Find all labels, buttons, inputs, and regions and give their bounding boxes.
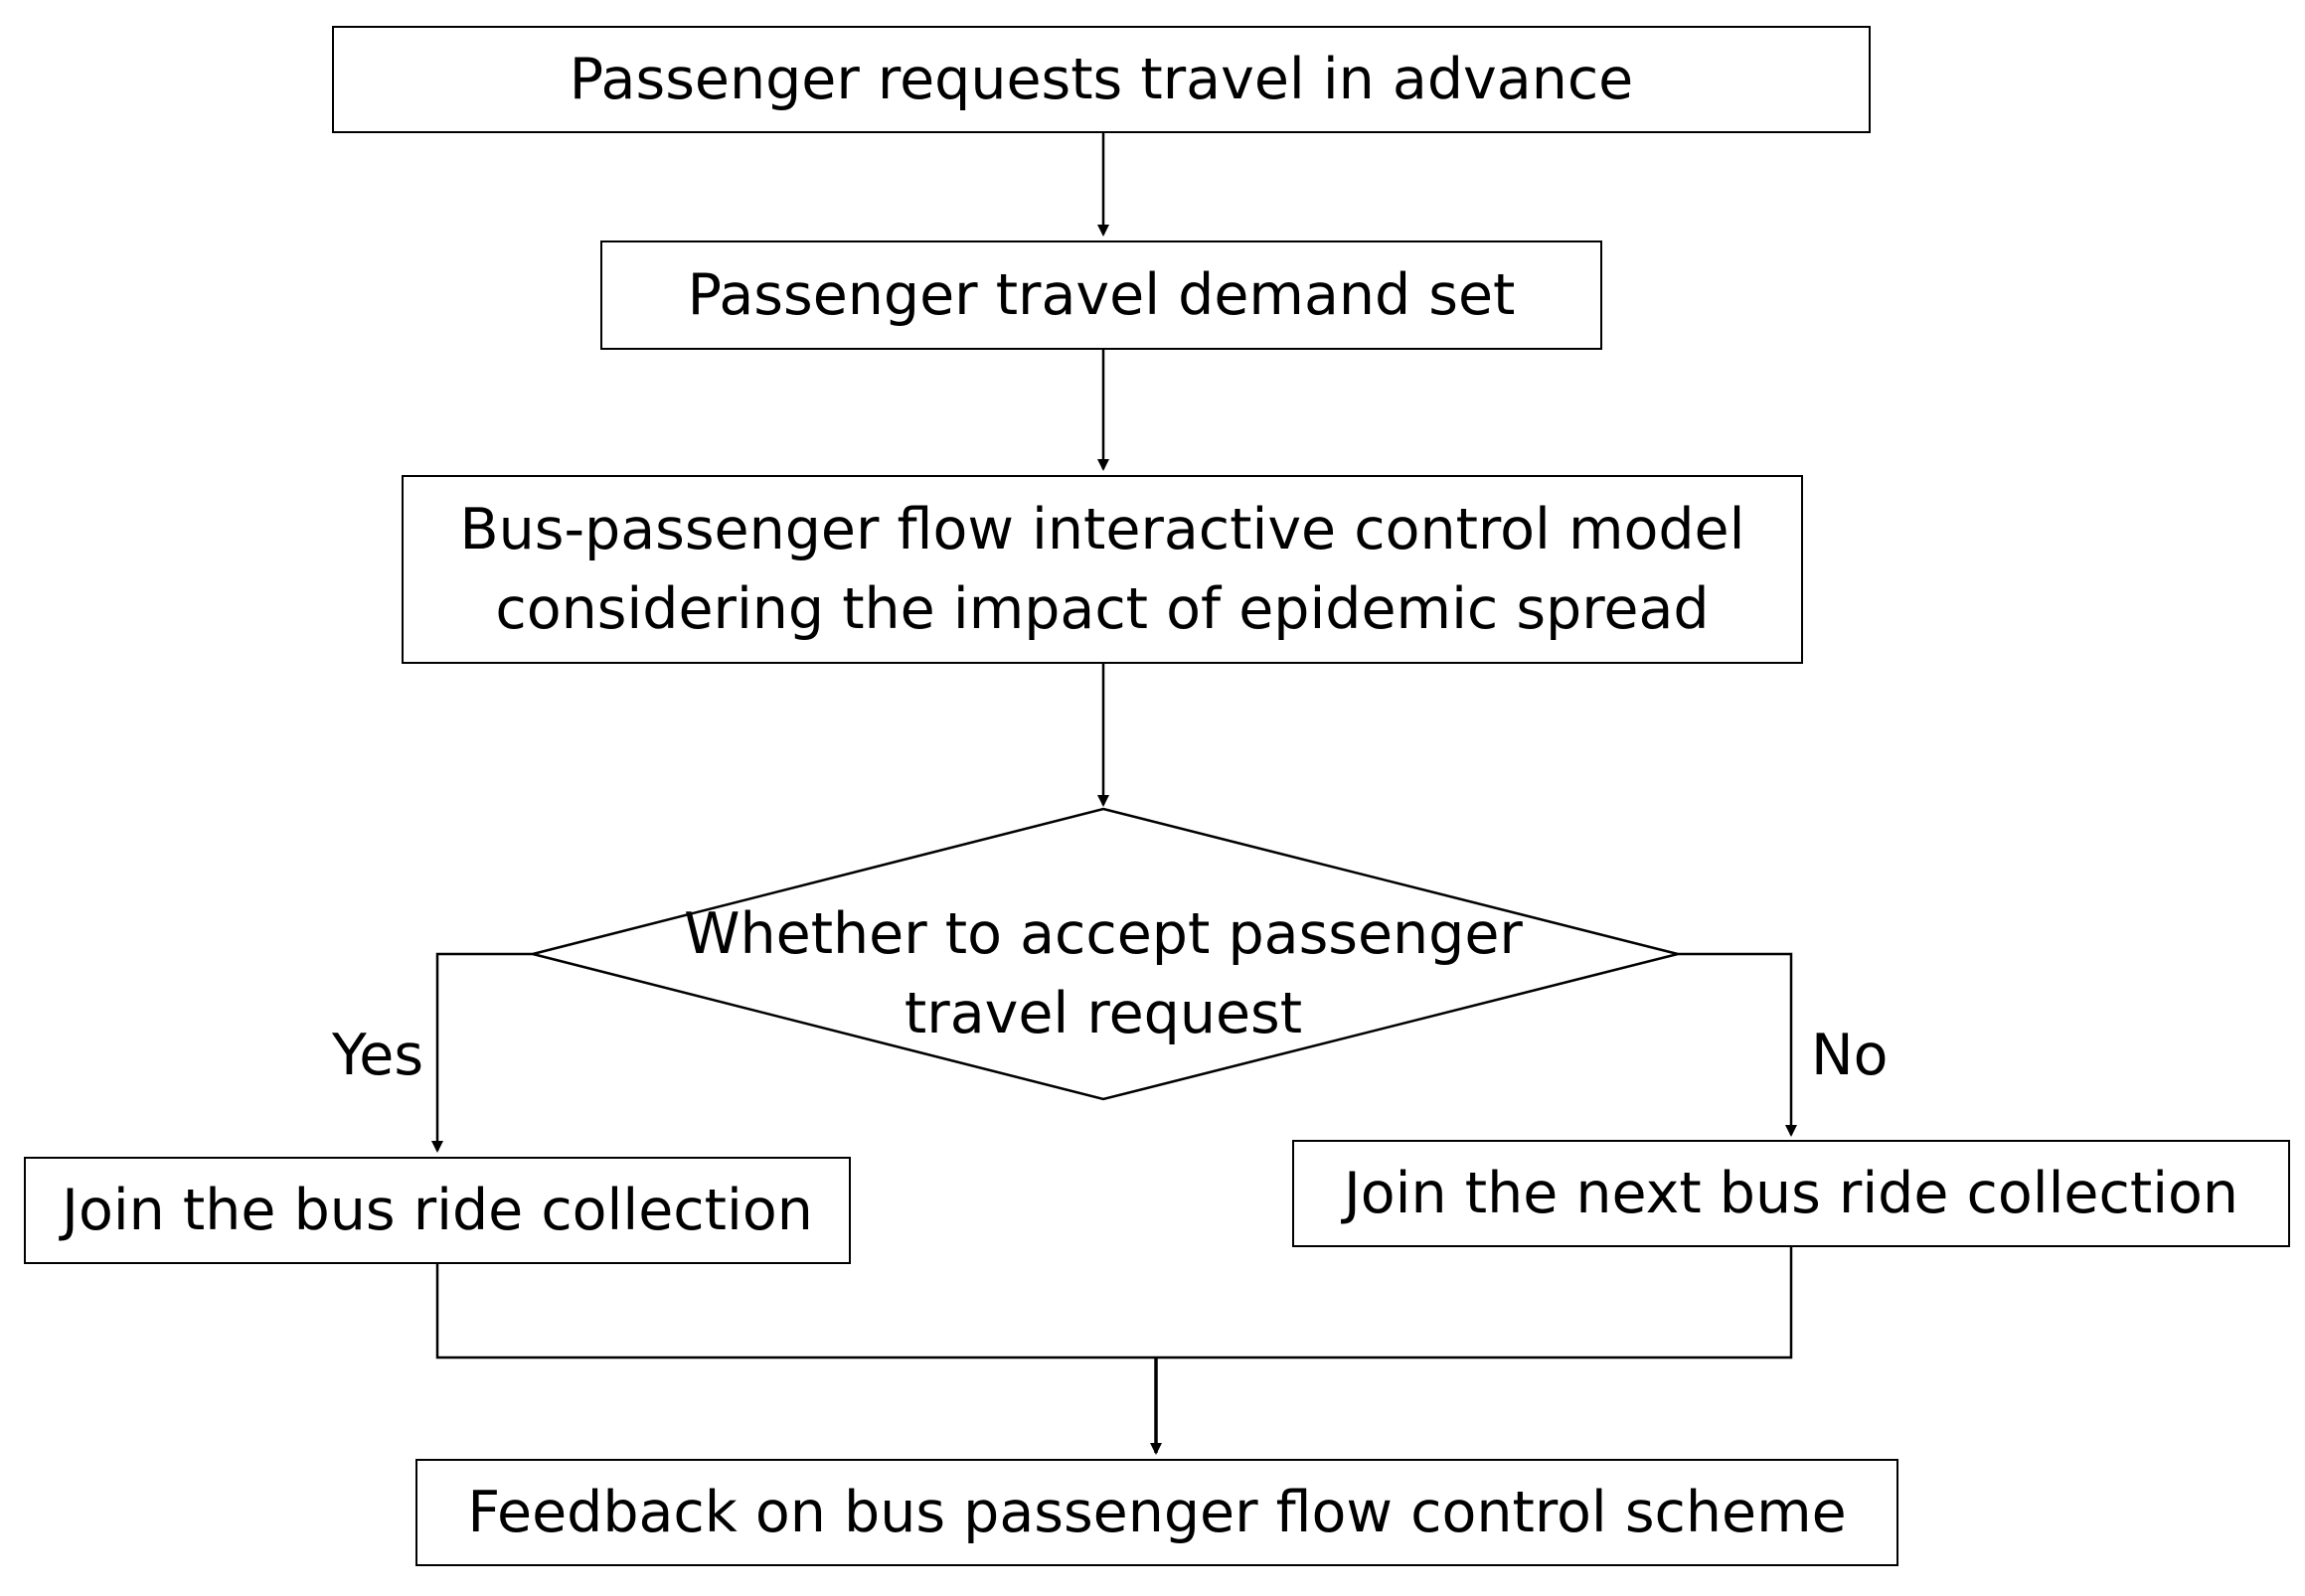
decision-label-line2: travel request <box>904 981 1303 1046</box>
decision-diamond <box>532 807 1679 1101</box>
edge-label-no: No <box>1811 1023 1889 1088</box>
edge-label-yes: Yes <box>332 1023 424 1088</box>
node-demand-set-label: Passenger travel demand set <box>687 262 1516 328</box>
decision-label-line1: Whether to accept passenger <box>684 901 1523 967</box>
node-control-model-line1: Bus-passenger flow interactive control m… <box>459 497 1745 562</box>
node-passenger-request: Passenger requests travel in advance <box>332 26 1871 133</box>
node-feedback: Feedback on bus passenger flow control s… <box>415 1459 1898 1566</box>
node-feedback-label: Feedback on bus passenger flow control s… <box>467 1480 1847 1545</box>
node-demand-set: Passenger travel demand set <box>600 240 1602 350</box>
node-join-bus-label: Join the bus ride collection <box>62 1178 813 1243</box>
node-control-model-line2: considering the impact of epidemic sprea… <box>495 576 1710 642</box>
node-passenger-request-label: Passenger requests travel in advance <box>569 47 1634 112</box>
node-control-model: Bus-passenger flow interactive control m… <box>402 475 1803 664</box>
node-join-bus: Join the bus ride collection <box>24 1157 851 1264</box>
decision-label: Whether to accept passenger travel reque… <box>596 894 1610 1053</box>
arrow-yes-branch <box>431 952 533 1153</box>
node-join-next-bus: Join the next bus ride collection <box>1292 1140 2290 1247</box>
arrow-no-branch <box>1678 952 1797 1137</box>
node-join-next-bus-label: Join the next bus ride collection <box>1343 1161 2239 1226</box>
merge-connector <box>435 1247 1793 1359</box>
